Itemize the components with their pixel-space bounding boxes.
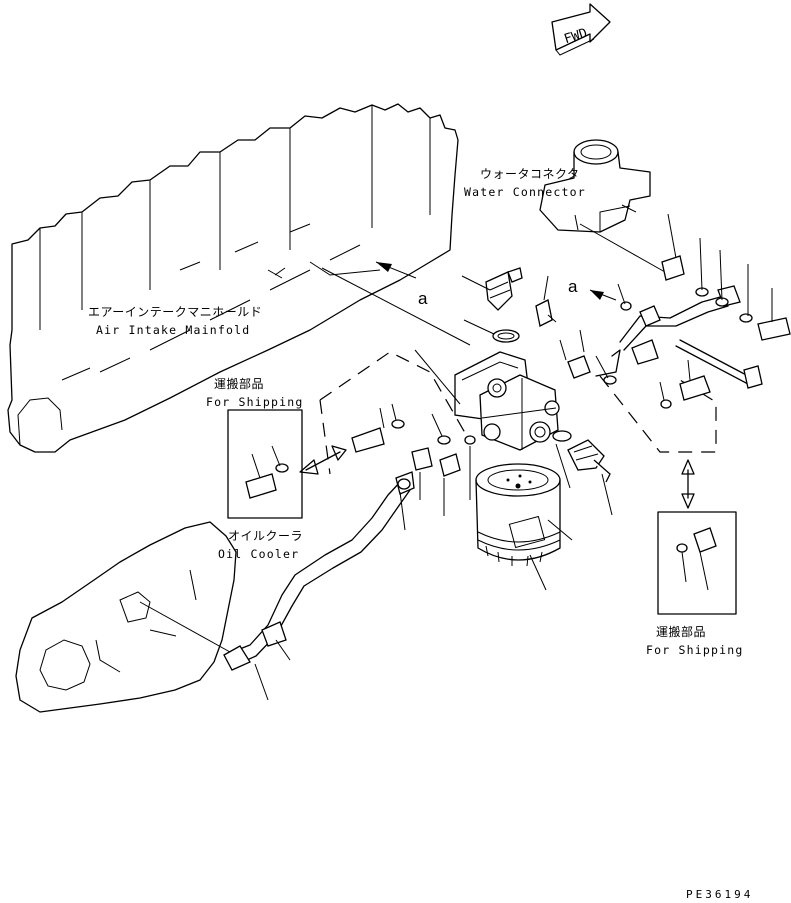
- forward-arrow-icon: FWD: [551, 3, 611, 56]
- bolt-set-right: [617, 213, 791, 341]
- air-intake-manifold: [7, 103, 459, 453]
- shipping-left-label-en: For Shipping: [206, 395, 303, 409]
- water-connector-label-en: Water Connector: [464, 185, 586, 199]
- shipping-box-right: [657, 511, 737, 615]
- air-intake-label-en: Air Intake Mainfold: [96, 323, 250, 337]
- oil-cooler-label-jp: オイルクーラ: [228, 529, 303, 543]
- fwd-text: FWD: [562, 26, 589, 48]
- shipping-left-label-jp: 運搬部品: [214, 376, 264, 391]
- fitting-top: [535, 275, 557, 327]
- arrow-head-icon: [590, 290, 604, 300]
- pipe-assembly: [595, 285, 763, 389]
- oil-cooler-label-en: Oil Cooler: [218, 547, 299, 561]
- water-connector: [539, 139, 666, 273]
- double-arrow-left-icon: [299, 445, 347, 475]
- shipping-box-left-frame: [319, 349, 469, 475]
- air-intake-label-jp: エアーインテークマニホールド: [88, 305, 262, 319]
- reference-a-left: a: [418, 289, 428, 308]
- shipping-right-label-en: For Shipping: [646, 643, 743, 657]
- oil-filter: [475, 463, 573, 591]
- washers-center: [397, 329, 617, 516]
- manifold-leader-line: [321, 267, 471, 346]
- filter-head: [454, 351, 560, 451]
- sensor-part: [461, 267, 523, 343]
- pressure-sensor: [552, 430, 613, 516]
- oil-cooler: [15, 521, 237, 713]
- double-arrow-right-icon: [681, 459, 695, 509]
- oil-hose: [223, 471, 415, 701]
- drawing-code: PE36194: [686, 888, 753, 901]
- shipping-box-right-frame: [599, 359, 717, 453]
- shipping-right-label-jp: 運搬部品: [656, 624, 706, 639]
- shipping-box-left: [227, 409, 303, 519]
- reference-a-right: a: [568, 277, 578, 296]
- arrow-head-icon: [376, 262, 392, 272]
- water-connector-label-jp: ウォータコネクタ: [480, 167, 580, 181]
